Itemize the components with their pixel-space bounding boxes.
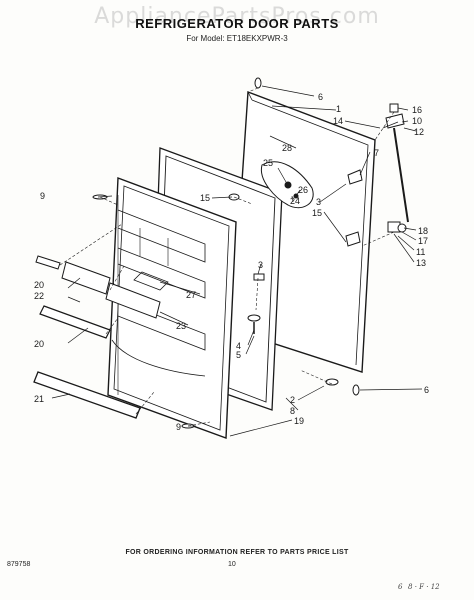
callout-21: 21 (34, 394, 44, 404)
watermark: AppliancePartsPros.com (94, 4, 380, 29)
door-shelf-bars (33, 255, 161, 419)
callout-9-top: 9 (40, 191, 45, 201)
callout-20-top: 20 (34, 280, 44, 290)
model-line: For Model: ET18EKXPWR-3 (186, 34, 288, 43)
inner-door-liner (107, 177, 237, 439)
page-number: 10 (228, 561, 236, 568)
callout-24: 24 (290, 196, 300, 206)
callout-13: 13 (416, 258, 426, 268)
callout-10: 10 (412, 116, 422, 126)
hinge-assembly (385, 103, 409, 233)
callout-4: 4 (236, 341, 241, 351)
document-number: 879758 (7, 561, 31, 568)
callout-19: 19 (294, 416, 304, 426)
diagram-title: REFRIGERATOR DOOR PARTS (135, 16, 339, 31)
callout-20-bottom: 20 (34, 339, 44, 349)
leader-lines (59, 87, 395, 427)
callout-28: 28 (282, 143, 292, 153)
callout-14: 14 (333, 116, 343, 126)
callout-27: 27 (186, 290, 196, 300)
callout-15-left: 15 (200, 193, 210, 203)
callout-5: 5 (236, 350, 241, 360)
callout-leaders (51, 85, 423, 437)
callout-1: 1 (336, 104, 341, 114)
callout-numbers: 6 1 14 16 10 12 7 28 25 26 24 15 9 3 15 … (34, 92, 429, 432)
callout-3-right: 3 (316, 197, 321, 207)
callout-11: 11 (416, 247, 425, 257)
callout-6-top: 6 (318, 92, 323, 102)
callout-6-bottom: 6 (424, 385, 429, 395)
callout-22: 22 (34, 291, 44, 301)
callout-12: 12 (414, 127, 424, 137)
callout-9-bottom: 9 (176, 422, 181, 432)
callout-15-right: 15 (312, 208, 322, 218)
callout-8: 8 (290, 406, 295, 416)
callout-2: 2 (290, 395, 295, 405)
callout-23: 23 (176, 321, 186, 331)
callout-7: 7 (374, 148, 379, 158)
callout-17: 17 (418, 236, 428, 246)
handwritten-note: 68 · F · 12 (398, 583, 440, 591)
ordering-note: FOR ORDERING INFORMATION REFER TO PARTS … (125, 549, 349, 556)
callout-26: 26 (298, 185, 308, 195)
callout-3-center: 3 (258, 260, 263, 270)
callout-18: 18 (418, 226, 428, 236)
callout-25: 25 (263, 158, 273, 168)
callout-16: 16 (412, 105, 422, 115)
